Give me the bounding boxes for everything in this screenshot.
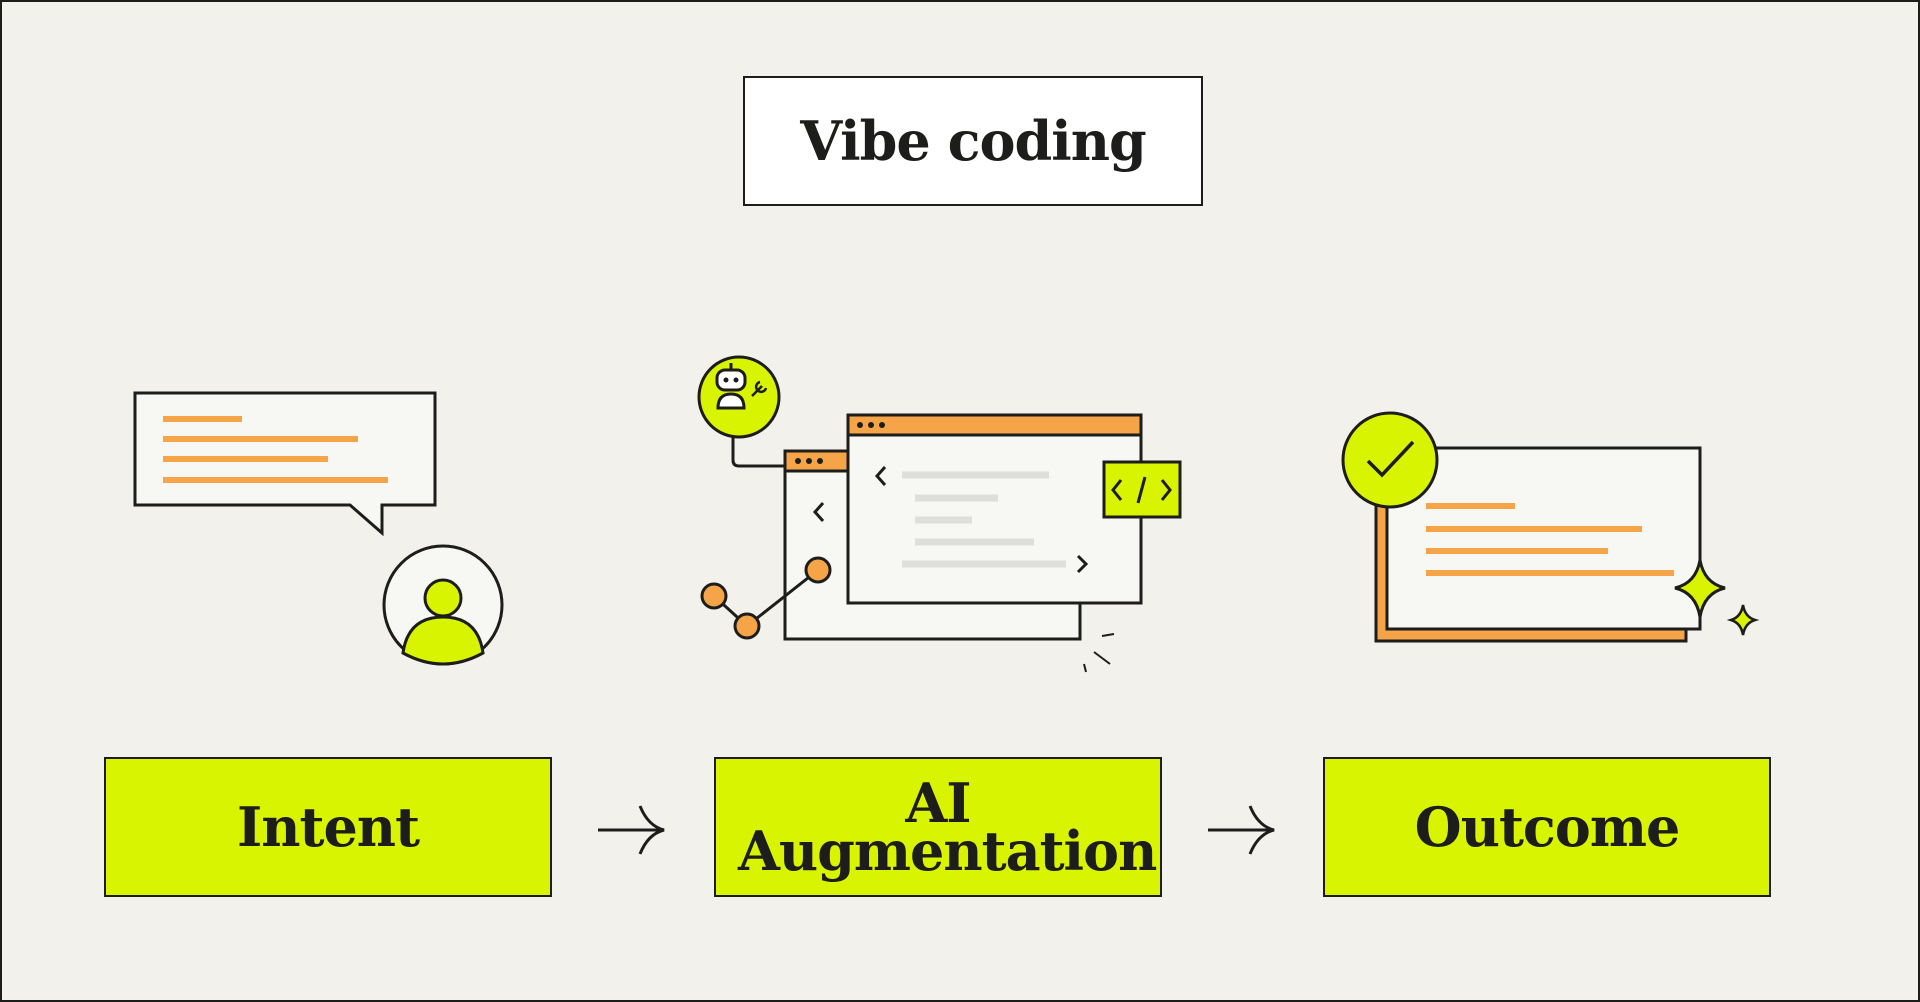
step-intent-label: Intent: [236, 795, 420, 859]
sparkle-icon: [1674, 559, 1760, 636]
ai-augmentation-illustration: [697, 355, 1182, 673]
result-document: [1374, 446, 1702, 643]
step-ai-augmentation: AI Augmentation: [714, 757, 1162, 897]
chevron-right-icon: [1076, 554, 1089, 574]
step-outcome-label: Outcome: [1414, 795, 1681, 859]
robot-icon: [697, 355, 781, 439]
step-outcome: Outcome: [1323, 757, 1771, 897]
arrow-right-icon: [598, 805, 665, 855]
code-tag-icon: [1102, 460, 1182, 519]
chevron-left-icon: [874, 466, 887, 486]
step-intent: Intent: [104, 757, 552, 897]
checkmark-icon: [1341, 411, 1439, 509]
wrench-icon: [751, 380, 768, 397]
front-code-window: [846, 413, 1143, 605]
step-ai-augmentation-label: AI Augmentation: [738, 771, 1157, 883]
motion-marks-icon: [1083, 633, 1115, 673]
user-avatar-icon: [382, 544, 504, 666]
arrow-right-icon: [1208, 805, 1275, 855]
outcome-illustration: [1341, 411, 1760, 643]
speech-bubble-icon: [133, 391, 437, 537]
node-graph-icon: [700, 556, 832, 640]
chevron-left-icon: [812, 502, 825, 522]
robot-connector-line: [731, 430, 785, 468]
diagram-title: Vibe coding: [743, 76, 1203, 206]
intent-illustration: [133, 391, 504, 666]
